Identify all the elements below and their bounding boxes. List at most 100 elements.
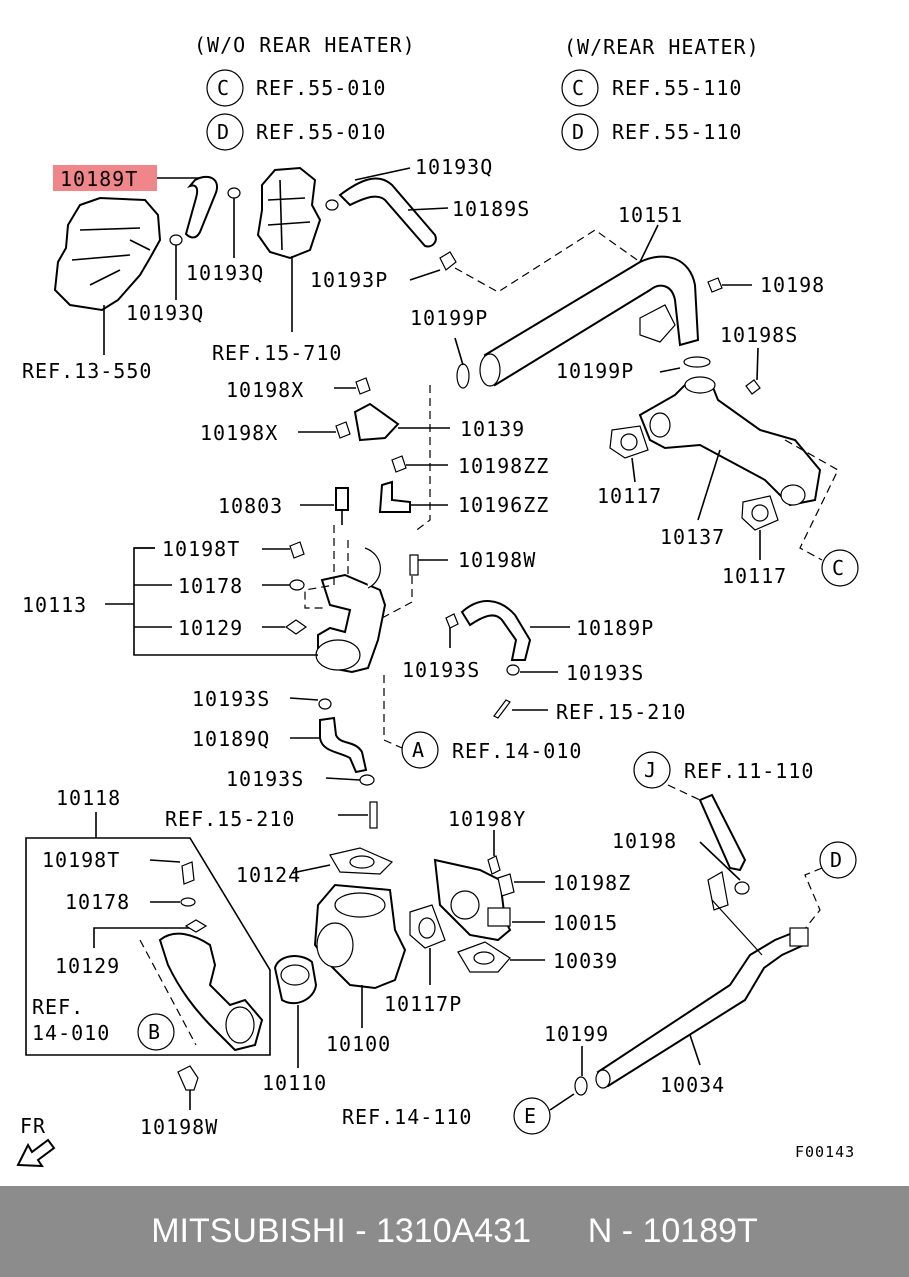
- label-10196zz[interactable]: 10196ZZ: [458, 493, 549, 517]
- hose-10189t[interactable]: [184, 175, 218, 239]
- water-pipe-10151[interactable]: [483, 255, 700, 387]
- svg-text:REF.55-110: REF.55-110: [612, 76, 742, 100]
- label-10198x-b[interactable]: 10198X: [200, 421, 278, 445]
- label-10117p[interactable]: 10117P: [384, 992, 462, 1016]
- svg-text:REF.55-110: REF.55-110: [612, 120, 742, 144]
- label-10198-b[interactable]: 10198: [612, 829, 677, 853]
- svg-text:REF.55-010: REF.55-010: [256, 76, 386, 100]
- label-ref-box[interactable]: REF.: [32, 995, 84, 1019]
- footer-brand: MITSUBISHI: [151, 1212, 346, 1250]
- label-10193q-b[interactable]: 10193Q: [186, 261, 264, 285]
- label-10193q-a[interactable]: 10193Q: [415, 155, 493, 179]
- label-10198x-a[interactable]: 10198X: [226, 378, 304, 402]
- label-10110[interactable]: 10110: [262, 1071, 327, 1095]
- label-ref-14-010-a[interactable]: REF.14-010: [452, 739, 582, 763]
- label-ref-11-110[interactable]: REF.11-110: [684, 759, 814, 783]
- label-10178-b[interactable]: 10178: [65, 890, 130, 914]
- label-10199[interactable]: 10199: [544, 1022, 609, 1046]
- label-10198t-a[interactable]: 10198T: [162, 537, 240, 561]
- svg-text:E: E: [524, 1104, 536, 1128]
- label-ref-15-710[interactable]: REF.15-710: [212, 341, 342, 365]
- label-ref-15-210-b[interactable]: REF.15-210: [165, 807, 295, 831]
- label-10198-a[interactable]: 10198: [760, 273, 825, 297]
- svg-text:C: C: [832, 556, 844, 580]
- svg-text:D: D: [830, 848, 842, 872]
- water-pipe-10034[interactable]: [596, 928, 808, 1088]
- label-10151[interactable]: 10151: [618, 203, 683, 227]
- label-10198w-a[interactable]: 10198W: [458, 548, 536, 572]
- label-ref-box-num[interactable]: 14-010: [32, 1021, 110, 1045]
- label-10803[interactable]: 10803: [218, 494, 283, 518]
- label-10193s-d[interactable]: 10193S: [226, 767, 304, 791]
- header-ref-d-right: D REF.55-110: [561, 113, 742, 151]
- highlight-box: [53, 165, 157, 191]
- svg-text:D: D: [217, 120, 229, 144]
- svg-text:C: C: [217, 76, 229, 100]
- label-10178-a[interactable]: 10178: [178, 574, 243, 598]
- label-10039[interactable]: 10039: [553, 949, 618, 973]
- label-10198t-b[interactable]: 10198T: [42, 848, 120, 872]
- front-arrow-icon: [16, 1138, 56, 1168]
- callout-b: B: [137, 1013, 175, 1051]
- hose-10189q[interactable]: [319, 716, 368, 774]
- label-10193q-c[interactable]: 10193Q: [126, 301, 204, 325]
- label-10198s[interactable]: 10198S: [720, 323, 798, 347]
- header-ref-c-left: C REF.55-010: [206, 69, 386, 107]
- parts-diagram: (W/O REAR HEATER) (W/REAR HEATER) C REF.…: [16, 33, 859, 1168]
- footer-gap: [531, 1212, 588, 1251]
- footer-position: N - 10189T: [587, 1212, 758, 1250]
- label-10129-b[interactable]: 10129: [55, 954, 120, 978]
- label-10199p-b[interactable]: 10199P: [556, 359, 634, 383]
- hose-10189p[interactable]: [460, 600, 532, 661]
- label-10113[interactable]: 10113: [22, 593, 87, 617]
- figure-code: F00143: [795, 1143, 855, 1161]
- label-10117-b[interactable]: 10117: [722, 564, 787, 588]
- label-10189t-text[interactable]: 10189T: [60, 167, 138, 191]
- hose-10189s[interactable]: [338, 177, 437, 248]
- footer-bar: MITSUBISHI - 1310A431 N - 10189T: [0, 1186, 909, 1277]
- label-10193s-b[interactable]: 10193S: [566, 661, 644, 685]
- label-10139[interactable]: 10139: [460, 417, 525, 441]
- svg-text:B: B: [148, 1020, 160, 1044]
- svg-text:A: A: [412, 738, 424, 762]
- label-ref-13-550[interactable]: REF.13-550: [22, 359, 152, 383]
- label-10198y[interactable]: 10198Y: [448, 807, 526, 831]
- label-10189s[interactable]: 10189S: [452, 197, 530, 221]
- label-ref-15-210-a[interactable]: REF.15-210: [556, 700, 686, 724]
- svg-text:REF.55-010: REF.55-010: [256, 120, 386, 144]
- callout-a: A: [401, 731, 439, 769]
- svg-text:C: C: [572, 76, 584, 100]
- label-10193p[interactable]: 10193P: [310, 268, 388, 292]
- label-10118[interactable]: 10118: [56, 786, 121, 810]
- label-10015[interactable]: 10015: [553, 911, 618, 935]
- label-10117-a[interactable]: 10117: [597, 484, 662, 508]
- callout-e: E: [513, 1097, 551, 1135]
- bracket-10139[interactable]: [353, 402, 400, 442]
- kit-box-10118: [25, 837, 271, 1056]
- svg-text:J: J: [644, 758, 656, 782]
- header-without-rear-heater: (W/O REAR HEATER): [194, 33, 416, 57]
- label-10129-a[interactable]: 10129: [178, 616, 243, 640]
- label-10193s-a[interactable]: 10193S: [402, 658, 480, 682]
- label-10124[interactable]: 10124: [236, 863, 301, 887]
- label-ref-14-110[interactable]: REF.14-110: [342, 1105, 472, 1129]
- header-ref-d-left: D REF.55-010: [206, 113, 386, 151]
- pipe-bracket[interactable]: [698, 793, 747, 872]
- callout-c: C: [821, 549, 859, 587]
- label-10199p-a[interactable]: 10199P: [410, 306, 488, 330]
- callout-d: D: [819, 841, 857, 879]
- label-10189p[interactable]: 10189P: [576, 616, 654, 640]
- label-10100[interactable]: 10100: [326, 1032, 391, 1056]
- label-10193s-c[interactable]: 10193S: [192, 687, 270, 711]
- svg-text:D: D: [572, 120, 584, 144]
- label-10198w-b[interactable]: 10198W: [140, 1115, 218, 1139]
- callout-j: J: [633, 751, 671, 789]
- label-10198zz[interactable]: 10198ZZ: [458, 454, 549, 478]
- label-10034[interactable]: 10034: [660, 1073, 725, 1097]
- engine-block-drawing: [53, 196, 162, 312]
- label-10189q[interactable]: 10189Q: [192, 727, 270, 751]
- label-10137[interactable]: 10137: [660, 525, 725, 549]
- heater-unit-drawing: [256, 166, 322, 260]
- label-10198z[interactable]: 10198Z: [553, 871, 631, 895]
- header-with-rear-heater: (W/REAR HEATER): [564, 35, 760, 59]
